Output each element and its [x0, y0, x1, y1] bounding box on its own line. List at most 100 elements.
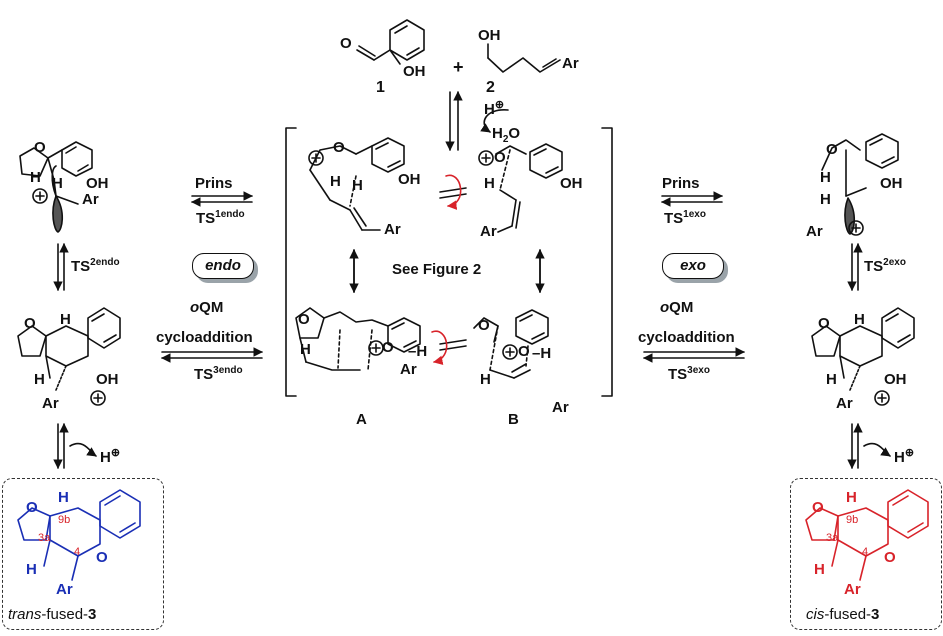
endo-adduct-ar: Ar	[42, 395, 59, 412]
center-top-left-structure	[308, 137, 405, 231]
cis-product-structure	[805, 489, 929, 581]
salicylaldehyde-structure	[356, 19, 425, 65]
compound1-oh-label: OH	[403, 63, 426, 80]
trans-h-top: H	[58, 489, 69, 506]
endo-int-h2: H	[52, 175, 63, 192]
center-tl-h1: H	[330, 173, 341, 190]
exo-right-arrows	[847, 243, 891, 469]
cis-product-box	[790, 478, 942, 630]
cis-ar: Ar	[844, 581, 861, 598]
exo-adduct-oh: OH	[884, 371, 907, 388]
endo-int-oh: OH	[86, 175, 109, 192]
h-plus-label: H⊕	[484, 99, 505, 118]
exo-equilibrium-arrows	[643, 191, 745, 363]
cis-pos-4: 4	[862, 546, 869, 558]
center-tr-ar: Ar	[480, 223, 497, 240]
b-o: O	[478, 317, 490, 334]
exo-h-plus: H⊕	[894, 447, 915, 466]
exo-ts2-label: TS2exo	[864, 257, 906, 275]
exo-ts3-label: TS3exo	[668, 365, 710, 383]
endo-int-ar: Ar	[82, 191, 99, 208]
trans-o1: O	[26, 499, 38, 516]
label-a: A	[356, 411, 367, 428]
rotation-equilibrium-top	[439, 174, 467, 210]
endo-adduct-o: O	[24, 315, 36, 332]
exo-adduct-ar: Ar	[836, 395, 853, 412]
cis-pos-9b: 9b	[846, 514, 859, 526]
center-top-right-structure	[478, 143, 563, 233]
center-tl-ar: Ar	[384, 221, 401, 238]
exo-int-h2: H	[820, 191, 831, 208]
endo-intermediate-structure	[19, 141, 93, 233]
cis-caption: cis-fused-3	[806, 606, 880, 623]
exo-pill: exo	[662, 253, 724, 279]
endo-ts1-label: TS1endo	[196, 209, 245, 227]
endo-int-h: H	[30, 169, 41, 186]
b-ar: Ar	[552, 399, 569, 416]
cis-h-bottom: H	[814, 561, 825, 578]
center-tr-h: H	[484, 175, 495, 192]
exo-prins-label: Prins	[662, 175, 700, 192]
exo-adduct-h2: H	[826, 371, 837, 388]
rotation-equilibrium-bottom	[431, 330, 467, 365]
a-ar: Ar	[400, 361, 417, 378]
left-bracket	[285, 127, 297, 397]
label-b: B	[508, 411, 519, 428]
cis-o1: O	[812, 499, 824, 516]
center-tl-oh: OH	[398, 171, 421, 188]
endo-h-plus: H⊕	[100, 447, 121, 466]
right-bracket	[601, 127, 613, 397]
b-h2: H	[480, 371, 491, 388]
endo-ts2-label: TS2endo	[71, 257, 120, 275]
endo-equilibrium-arrows	[161, 191, 263, 363]
trans-h-bottom: H	[26, 561, 37, 578]
a-o: O	[298, 311, 310, 328]
endo-pill: endo	[192, 253, 254, 279]
water-label: H2O	[492, 125, 521, 145]
center-tl-o: O	[333, 139, 345, 156]
cis-pos-3a: 3a	[826, 532, 839, 544]
endo-adduct-h1: H	[60, 311, 71, 328]
cis-h-top: H	[846, 489, 857, 506]
endo-cycloaddition-label: cycloaddition	[156, 329, 253, 346]
cis-o2: O	[884, 549, 896, 566]
compound2-label: 2	[486, 79, 495, 96]
a-o2: O	[382, 339, 394, 356]
trans-o2: O	[96, 549, 108, 566]
endo-int-o: O	[34, 139, 46, 156]
endo-oqm-label: oQM	[190, 299, 224, 316]
trans-pos-4: 4	[74, 546, 81, 558]
center-tr-o: O	[494, 149, 506, 166]
compound2-ar-label: Ar	[562, 55, 579, 72]
a-h2: –H	[408, 343, 428, 360]
b-o2: O	[518, 343, 530, 360]
bracket-vertical-arrows	[349, 249, 545, 293]
exo-adduct-h1: H	[854, 311, 865, 328]
trans-product-structure	[17, 489, 141, 581]
trans-caption: trans-fused-3	[8, 606, 97, 623]
compound1-label: 1	[376, 79, 385, 96]
structure-a	[295, 307, 421, 371]
endo-adduct-oh: OH	[96, 371, 119, 388]
exo-int-oh: OH	[880, 175, 903, 192]
center-tl-h2: H	[352, 177, 363, 194]
structure-b	[473, 309, 549, 379]
exo-int-o: O	[826, 141, 838, 158]
endo-adduct-h2: H	[34, 371, 45, 388]
alkenol-structure	[487, 43, 561, 73]
endo-prins-label: Prins	[195, 175, 233, 192]
see-figure-label: See Figure 2	[392, 261, 482, 278]
exo-ts1-label: TS1exo	[664, 209, 706, 227]
endo-cycloadduct-structure	[17, 307, 121, 406]
center-tr-oh: OH	[560, 175, 583, 192]
trans-ar: Ar	[56, 581, 73, 598]
endo-left-arrows	[53, 243, 97, 469]
exo-int-ar: Ar	[806, 223, 823, 240]
endo-ts3-label: TS3endo	[194, 365, 243, 383]
a-h: H	[300, 341, 311, 358]
exo-int-h1: H	[820, 169, 831, 186]
plus-sign: +	[453, 57, 464, 77]
exo-intermediate-structure	[821, 133, 899, 236]
aldehyde-o-label: O	[340, 35, 352, 52]
